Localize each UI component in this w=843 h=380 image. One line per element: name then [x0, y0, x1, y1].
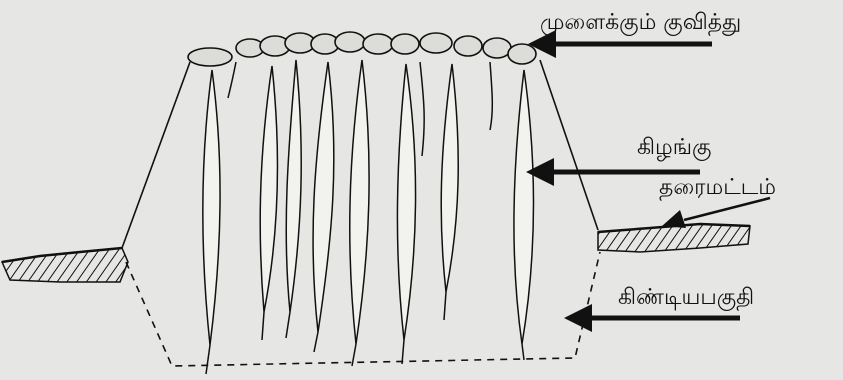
label-ground-level: தரைமட்டம் — [659, 177, 776, 199]
right-ground-hatch — [598, 224, 750, 252]
tuber-8 — [514, 70, 534, 360]
tuber-2 — [260, 66, 277, 340]
left-ground-hatch — [2, 248, 128, 282]
tuber-5 — [350, 60, 369, 366]
tuber-4 — [313, 62, 334, 352]
tuber-6 — [397, 64, 415, 364]
tubers — [203, 60, 534, 374]
tuber-1 — [203, 70, 220, 374]
label-sprouting-heap: முளைக்கும் குவித்து — [540, 12, 741, 34]
tuber-7 — [441, 64, 458, 320]
tuber-3 — [286, 60, 301, 338]
label-dug-portion: கிண்டியபகுதி — [618, 287, 754, 309]
label-tuber: கிழங்கு — [637, 137, 711, 159]
